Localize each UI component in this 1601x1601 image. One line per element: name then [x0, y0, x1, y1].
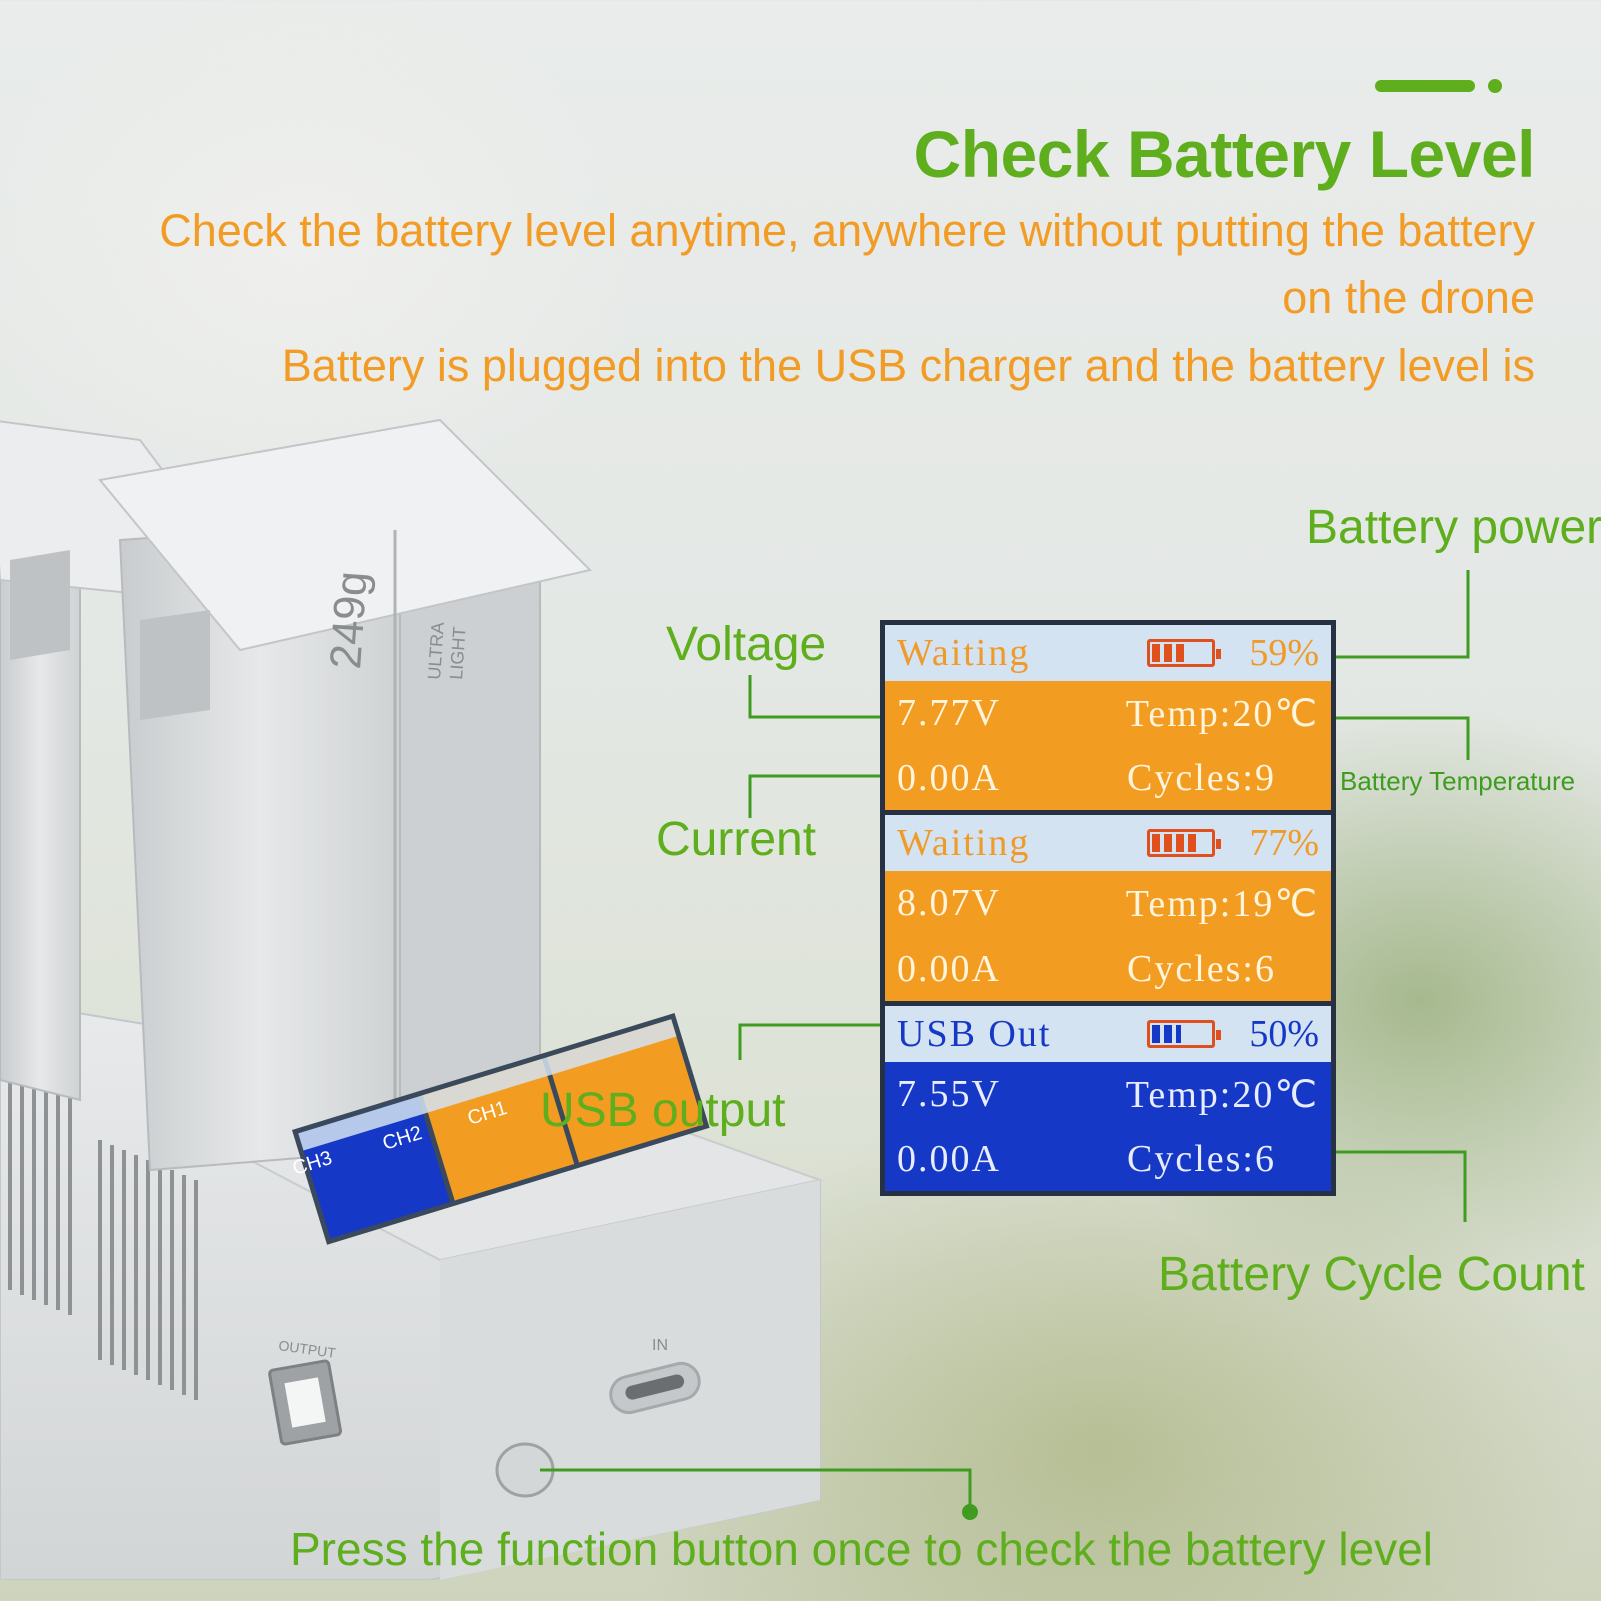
lcd-panel-3: USB Out 50% 7.55V Temp:20℃ 0.00A Cycles:…: [885, 1005, 1331, 1191]
battery-brand-label-2: LIGHT: [446, 626, 470, 680]
lcd-temperature: Temp:20℃: [1125, 1073, 1319, 1116]
battery-level-icon: [1147, 1019, 1222, 1048]
charger-hub-illustration: 249g ULTRA LIGHT CH3 CH2 CH1 OUTPUT IN: [0, 418, 824, 1580]
function-button[interactable]: [482, 1443, 538, 1497]
lcd-temperature: Temp:19℃: [1125, 883, 1319, 926]
callout-function-button: Press the function button once to check …: [290, 1523, 1434, 1575]
lcd-current: 0.00A: [897, 757, 1001, 800]
lcd-cycles: Cycles:6: [1127, 1137, 1276, 1180]
callout-usb-output: USB output: [540, 1084, 786, 1137]
callout-battery-temperature: Battery Temperature: [1340, 766, 1576, 796]
callout-current: Current: [656, 813, 817, 866]
lcd-temperature: Temp:20℃: [1125, 693, 1319, 736]
lcd-voltage: 8.07V: [897, 882, 1001, 925]
lcd-panel-1: Waiting 59% 7.77V Temp:20℃ 0.00A Cycles:…: [885, 625, 1331, 811]
lcd-current: 0.00A: [897, 1137, 1001, 1180]
input-port-label: IN: [652, 1337, 668, 1354]
lcd-cycles: Cycles:6: [1127, 947, 1276, 990]
battery-level-icon: [1147, 639, 1222, 667]
lcd-battery-percent: 59%: [1249, 632, 1319, 674]
lcd-battery-percent: 77%: [1249, 822, 1319, 865]
battery-weight-label: 249g: [321, 570, 377, 671]
callout-battery-power: Battery power: [1306, 501, 1601, 554]
header-accent-dot: [1488, 79, 1502, 93]
lcd-data-row: 7.55V Temp:20℃: [897, 1072, 1319, 1117]
lcd-data-row: 0.00A Cycles:6: [897, 1137, 1319, 1181]
lcd-status-text: Waiting: [897, 632, 1031, 674]
lcd-display: Waiting 59% 7.77V Temp:20℃ 0.00A Cycles:…: [880, 620, 1336, 1196]
lcd-status-row: Waiting 77%: [885, 815, 1331, 872]
lcd-data-row: 8.07V Temp:19℃: [897, 881, 1319, 926]
lcd-battery-percent: 50%: [1249, 1012, 1319, 1055]
lcd-data-row: 0.00A Cycles:6: [897, 947, 1319, 991]
lcd-current: 0.00A: [897, 947, 1001, 990]
lcd-cycles: Cycles:9: [1127, 757, 1276, 800]
callout-voltage: Voltage: [666, 618, 827, 671]
output-port-label: OUTPUT: [278, 1337, 338, 1361]
description-line-1: Check the battery level anytime, anywher…: [159, 205, 1535, 256]
battery-level-icon: [1147, 829, 1222, 858]
lcd-panel-2: Waiting 77% 8.07V Temp:19℃ 0.00A Cycles:…: [885, 815, 1331, 1001]
page-title: Check Battery Level: [913, 117, 1536, 191]
lcd-data-row: 7.77V Temp:20℃: [897, 691, 1319, 736]
description-line-3: Battery is plugged into the USB charger …: [281, 340, 1535, 391]
battery-brand-label-1: ULTRA: [424, 621, 448, 680]
header-accent-bar: [1375, 80, 1475, 92]
lcd-status-row: USB Out 50%: [885, 1005, 1331, 1062]
lcd-voltage: 7.55V: [897, 1072, 1001, 1115]
lcd-voltage: 7.77V: [897, 692, 1001, 735]
callout-battery-cycle-count: Battery Cycle Count: [1158, 1248, 1585, 1301]
lcd-status-text: Waiting: [897, 822, 1031, 865]
description-line-2: on the drone: [1282, 272, 1535, 323]
usb-c-input-port[interactable]: [605, 1365, 705, 1425]
usb-output-port[interactable]: [270, 1360, 345, 1450]
lcd-status-text: USB Out: [897, 1012, 1052, 1055]
lcd-status-row: Waiting 59%: [885, 625, 1331, 681]
lcd-data-row: 0.00A Cycles:9: [897, 756, 1319, 800]
